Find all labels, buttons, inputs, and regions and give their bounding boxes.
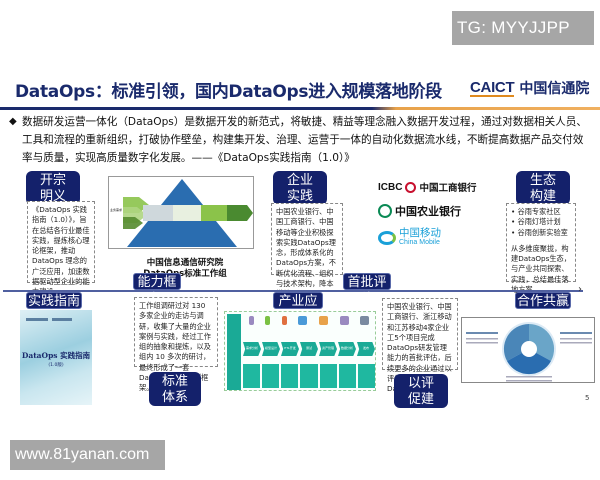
person-icon bbox=[248, 316, 254, 325]
ecosystem-text: 从多维度聚拢，构建DataOps生态，与产业共同探索、实践，总结最佳落地方案。 bbox=[511, 243, 571, 294]
header-biaozhun-tixi: 标准 体系 bbox=[149, 372, 201, 406]
pipeline-output-block bbox=[243, 364, 261, 388]
abc-emblem-icon bbox=[378, 204, 392, 218]
cover-logo-icon bbox=[26, 318, 48, 321]
china-mobile-emblem-icon bbox=[378, 230, 396, 245]
cover-title: DataOps 实践指南 bbox=[21, 351, 91, 360]
icbc-emblem-icon bbox=[405, 181, 417, 193]
guide-cover-image: DataOps 实践指南 (1.0版) bbox=[20, 310, 92, 405]
page-title: DataOps：标准引领，国内DataOps进入规模落地阶段 bbox=[15, 82, 442, 102]
cover-edition: (1.0版) bbox=[48, 363, 64, 368]
cover-logo-icon bbox=[52, 318, 72, 321]
ecosystem-description: • 谷雨专家社区 • 谷雨灯塔计划 • 谷雨创新实验室 从多维度聚拢，构建Dat… bbox=[506, 203, 576, 294]
person-icon bbox=[360, 316, 370, 325]
icbc-cn: 中国工商银行 bbox=[419, 183, 477, 194]
diamond-bullet-icon: ◆ bbox=[9, 116, 17, 127]
intro-paragraph: ◆ 数据研发运营一体化（DataOps）是数据开发的新范式，将敏捷、精益等理念融… bbox=[9, 113, 587, 167]
title-divider bbox=[0, 107, 600, 110]
pipeline-step: ETL开发 bbox=[281, 342, 299, 356]
timeline-arrow-icon: › bbox=[578, 284, 582, 295]
china-mobile-logo: 中国移动 China Mobile bbox=[378, 228, 488, 247]
header-line: 生态 bbox=[529, 173, 556, 188]
icbc-logo: ICBC 中国工商银行 bbox=[378, 180, 488, 194]
header-line: 企业 bbox=[286, 173, 313, 188]
diagram-input-label: 业务需求 bbox=[110, 208, 123, 212]
pipeline-step: 数据分析 bbox=[338, 342, 356, 356]
ecosystem-bullet: • 谷雨创新实验室 bbox=[511, 227, 568, 237]
header-line: 以评 bbox=[407, 376, 434, 391]
person-icon bbox=[339, 316, 349, 325]
pipeline-step: 发布 bbox=[357, 342, 375, 356]
pipeline-output-block bbox=[300, 364, 318, 388]
pipeline-roles bbox=[243, 316, 375, 332]
pipeline-output-block bbox=[262, 364, 280, 388]
logo-cn: 中国信通院 bbox=[519, 81, 590, 97]
header-line: 实践 bbox=[286, 189, 313, 204]
logo-en: CAICT bbox=[470, 78, 515, 97]
capability-framework-diagram: 业务需求 bbox=[108, 176, 254, 249]
caption-line1: 中国信息通信研究院 bbox=[146, 258, 224, 268]
pipeline-output-block bbox=[338, 364, 356, 388]
abc-cn: 中国农业银行 bbox=[395, 205, 461, 218]
pipeline-step: 测试 bbox=[300, 342, 318, 356]
pipeline-step: 资产管理 bbox=[319, 342, 337, 356]
pipeline-side-bar bbox=[227, 314, 241, 390]
header-line: 标准 bbox=[161, 374, 188, 389]
ecosystem-bullet: • 谷雨专家社区 bbox=[511, 207, 561, 216]
pipeline-steps: 需求分析 模型设计 ETL开发 测试 资产管理 数据分析 发布 bbox=[243, 342, 375, 356]
icbc-en: ICBC bbox=[378, 181, 403, 193]
timeline-line bbox=[3, 290, 583, 292]
framework-diagram-svg bbox=[123, 179, 253, 247]
tag-industry-application: 产业应用 bbox=[273, 292, 323, 326]
intro-text: 数据研发运营一体化（DataOps）是数据开发的新范式，将敏捷、精益等理念融入数… bbox=[22, 116, 587, 164]
ecosystem-bullet: • 谷雨灯塔计划 bbox=[511, 217, 561, 227]
tag-practice-guide: 实践指南 bbox=[26, 292, 82, 309]
assessment-description: 中国农业银行、中国工商银行、浙江移动和江苏移动4家企业工5个项目完成DataOp… bbox=[382, 298, 458, 393]
pipeline-outputs bbox=[243, 364, 375, 388]
tag-cooperation: 合作共赢 bbox=[515, 292, 571, 309]
framework-caption: 中国信息通信研究院 DataOps标准工作组 bbox=[130, 258, 240, 280]
caict-logo: CAICT 中国信通院 bbox=[470, 78, 589, 98]
pipeline-output-block bbox=[281, 364, 299, 388]
tag-first-assessment: 首批评估 bbox=[343, 273, 391, 307]
header-qiye-shijian: 企业 实践 bbox=[273, 171, 327, 205]
header-yiping-cujian: 以评 促建 bbox=[394, 374, 448, 408]
pipeline-output-block bbox=[357, 364, 375, 388]
tag-capability-framework: 能力框架 bbox=[133, 273, 181, 307]
partner-logos: ICBC 中国工商银行 中国农业银行 中国移动 China Mobile bbox=[378, 180, 488, 256]
person-icon bbox=[298, 316, 308, 325]
header-line: 促建 bbox=[407, 392, 434, 407]
enterprise-description: 中国农业银行、中国工商银行、中国移动等企业积极探索实践DataOps理念，形成体… bbox=[271, 203, 343, 298]
pipeline-step: 模型设计 bbox=[262, 342, 280, 356]
bullet-text: 谷雨创新实验室 bbox=[517, 227, 568, 237]
header-line: 体系 bbox=[161, 390, 188, 405]
person-icon bbox=[265, 316, 271, 325]
framework-description: 工作组调研过对 130 多家企业的走访与调研，收集了大量的企业案例与实践，经过工… bbox=[134, 297, 218, 392]
ecosystem-wheel-svg bbox=[466, 322, 592, 382]
header-line: 开宗 bbox=[39, 173, 66, 188]
header-shengtai-goujian: 生态 构建 bbox=[516, 171, 570, 205]
caption-line2: DataOps标准工作组 bbox=[143, 269, 227, 279]
header-kaizong-mingyi: 开宗 明义 bbox=[26, 171, 80, 205]
china-mobile-en: China Mobile bbox=[399, 239, 440, 246]
guide-description: 《DataOps 实践指南（1.0）》，旨在总结各行业最佳实践，提炼核心理论框架… bbox=[27, 201, 95, 296]
industry-pipeline-diagram: 需求分析 模型设计 ETL开发 测试 资产管理 数据分析 发布 bbox=[224, 311, 376, 391]
header-line: 明义 bbox=[39, 189, 66, 204]
china-mobile-cn: 中国移动 bbox=[399, 227, 441, 239]
header-line: 构建 bbox=[529, 189, 556, 204]
page-number: 5 bbox=[585, 394, 590, 402]
pipeline-output-block bbox=[319, 364, 337, 388]
person-icon bbox=[319, 316, 329, 325]
china-mobile-text: 中国移动 China Mobile bbox=[399, 228, 441, 247]
bullet-text: 谷雨专家社区 bbox=[517, 207, 561, 216]
bullet-text: 谷雨灯塔计划 bbox=[517, 217, 561, 227]
ecosystem-diagram bbox=[461, 317, 595, 383]
watermark-top: TG: MYYJJPP bbox=[452, 11, 594, 45]
person-icon bbox=[281, 316, 287, 325]
abc-logo: 中国农业银行 bbox=[378, 203, 488, 219]
pipeline-step: 需求分析 bbox=[243, 342, 261, 356]
watermark-bottom: www.81yanan.com bbox=[10, 440, 165, 470]
